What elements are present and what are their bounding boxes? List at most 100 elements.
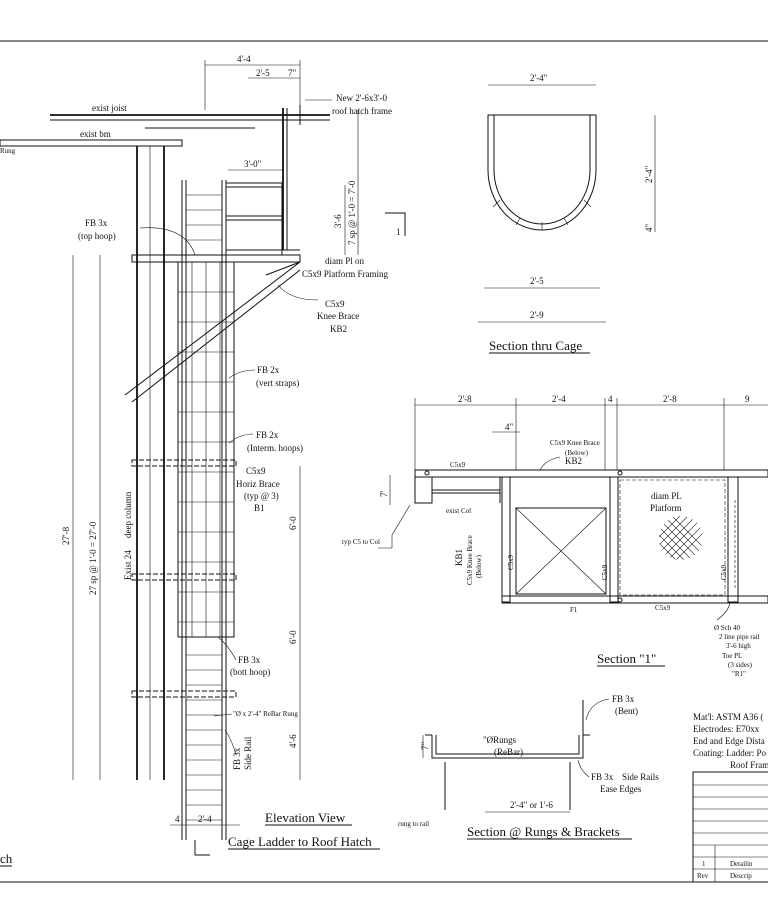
platform-hatch xyxy=(659,516,703,560)
sec1-bolt-mid xyxy=(617,470,623,476)
horiz-brace-label-3: (typ @ 3) xyxy=(244,491,279,501)
kb2-label-3: KB2 xyxy=(330,324,347,334)
exist-bm-label: exist bm xyxy=(80,129,111,139)
kb2-plan-sub-2: (Below) xyxy=(565,449,589,457)
platform-framing xyxy=(131,254,301,263)
mat-note-5: Roof Fram xyxy=(730,760,768,770)
dim-4-6: 4'-6 xyxy=(288,734,298,748)
horiz-brace-label-4: B1 xyxy=(254,503,265,513)
dim-27-8: 27'-8 xyxy=(61,526,71,545)
material-notes: Mat'l: ASTM A36 ( Electrodes: E70xx End … xyxy=(693,712,768,770)
cage-dim-bot-label: 2'-9 xyxy=(530,310,544,320)
dim-6-0b: 6'-0 xyxy=(288,630,298,644)
side-rails-leader xyxy=(577,759,590,778)
hatch-label-2: roof hatch frame xyxy=(332,106,392,116)
sec1-top-channel xyxy=(414,469,768,478)
fb-bent-leader xyxy=(585,698,610,721)
rev-row-text: Detailin xyxy=(730,860,753,868)
kb1-label: KB1 xyxy=(454,549,464,566)
c5x9-left-label: C5x9 xyxy=(507,554,515,570)
kb2-plan-label: KB2 xyxy=(565,456,582,466)
cage-section-title: Section thru Cage xyxy=(489,338,582,353)
cage-outer xyxy=(487,114,597,231)
bott-hoop-label-2: (bott hoop) xyxy=(230,667,270,677)
knee-brace xyxy=(124,261,301,396)
rungs-dim-7-label: 7" xyxy=(420,742,430,751)
dim-4-bottom: 4 xyxy=(175,814,180,824)
sec1-dim-5: 9 xyxy=(745,394,750,404)
mat-note-2: Electrodes: E70xx xyxy=(693,724,760,734)
dim-7sp: 7 sp @ 1'-0 = 7'-0 xyxy=(347,180,357,245)
elevation-subtitle: Cage Ladder to Roof Hatch xyxy=(228,834,372,849)
kb2-plan-sub-1: C5x9 Knee Brace xyxy=(550,439,600,447)
side-rail-label-1: FB 3x xyxy=(232,747,242,770)
cage-inner xyxy=(493,115,591,225)
sec1-bolt-bottom xyxy=(617,597,623,603)
c5x9-r2-label: C5x9 xyxy=(720,564,728,580)
rungs-section-title: Section @ Rungs & Brackets xyxy=(467,824,620,839)
section1-dims xyxy=(389,398,768,505)
platform-pl-label-2: Platform xyxy=(650,503,682,513)
dim-2-4-bottom: 2'-4 xyxy=(198,814,212,824)
dim-3-0: 3'-0" xyxy=(244,159,262,169)
sec1-dim-3: 4 xyxy=(608,394,613,404)
cage-dim-mid-label: 2'-5 xyxy=(530,276,544,286)
elev-vertical-dims xyxy=(72,110,359,780)
side-rails-label-1: FB 3x xyxy=(591,772,614,782)
fb-bent-label-1: FB 3x xyxy=(612,694,635,704)
rung-left-label: Rung xyxy=(0,147,16,155)
side-rail-leader xyxy=(224,729,237,756)
interm-hoops-label-1: FB 2x xyxy=(256,430,279,440)
kb2-label-1: C5x9 xyxy=(325,299,345,309)
elevation-title: Elevation View xyxy=(265,810,346,825)
kb2-label-2: Knee Brace xyxy=(317,311,359,321)
c5x9-right-label: C5x9 xyxy=(601,564,609,580)
pipe-label-3: 3'-6 high xyxy=(726,642,751,650)
horiz-brace-label-1: C5x9 xyxy=(246,466,266,476)
exist-joist-label: exist joist xyxy=(92,103,127,113)
exist-column-label-2: deep column xyxy=(123,491,133,538)
c5x9-top-label: C5x9 xyxy=(450,461,466,469)
top-hoop-label: (top hoop) xyxy=(78,231,116,241)
ladder-rungs xyxy=(186,194,222,821)
platform-plate-outline xyxy=(619,479,726,596)
cage-dim-top-label: 2'-4" xyxy=(530,73,548,83)
rung-bracket-outline xyxy=(431,735,584,759)
section1-title: Section "1" xyxy=(597,651,656,666)
typ-leader xyxy=(378,504,411,549)
fb-top-hoop-label: FB 3x xyxy=(85,218,108,228)
f1-label: F1 xyxy=(570,606,578,614)
knee-brace-2 xyxy=(131,269,301,403)
section-cut-label: 1 xyxy=(396,227,401,237)
side-rails-label-2: Ease Edges xyxy=(600,784,642,794)
cage-hoop-segments xyxy=(492,199,592,230)
exist-column-label-1: Exist 24 xyxy=(123,550,133,580)
cut-title-fragment: ch xyxy=(0,851,13,866)
sec1-dim-7: 7' xyxy=(379,491,389,498)
dim-6-0a: 6'-0 xyxy=(288,516,298,530)
platform-pl-label-1: diam PL xyxy=(651,491,682,501)
section-1-plan: 2'-8 2'-4 4 2'-8 9 4" 7' xyxy=(342,394,768,678)
dim-27sp: 27 sp @ 1'-0 = 27'-0 xyxy=(88,521,98,595)
top-hoop-leader xyxy=(139,227,196,256)
vert-straps-leader xyxy=(228,369,256,379)
cage-dim-side-label: 2'-4" xyxy=(644,165,654,183)
interm-hoops-leader xyxy=(228,433,254,444)
vert-straps-label-2: (vert straps) xyxy=(256,378,299,388)
rev-header: Rev xyxy=(697,872,709,880)
c5x9-bot-label: C5x9 xyxy=(655,604,671,612)
fb-bent-label-2: (Bent) xyxy=(615,706,638,716)
exist-col-label: exist Col xyxy=(446,507,471,515)
dim-2-5: 2'-5 xyxy=(256,68,270,78)
exist-beam xyxy=(0,139,183,147)
bott-hoop-label-1: FB 3x xyxy=(238,655,261,665)
dim-3-6: 3'-6 xyxy=(333,214,343,228)
rev-row-num: 1 xyxy=(702,860,706,868)
rungs-dim-label: 2'-4" or 1'-6 xyxy=(510,800,553,810)
desc-header: Descrip xyxy=(730,872,752,880)
kb-panel xyxy=(515,507,607,595)
pipe-label-1: Ø Sch 40 xyxy=(714,624,741,632)
horiz-brace-label-2: Horiz Brace xyxy=(236,479,280,489)
pipe-label-6: "R1" xyxy=(732,670,746,678)
